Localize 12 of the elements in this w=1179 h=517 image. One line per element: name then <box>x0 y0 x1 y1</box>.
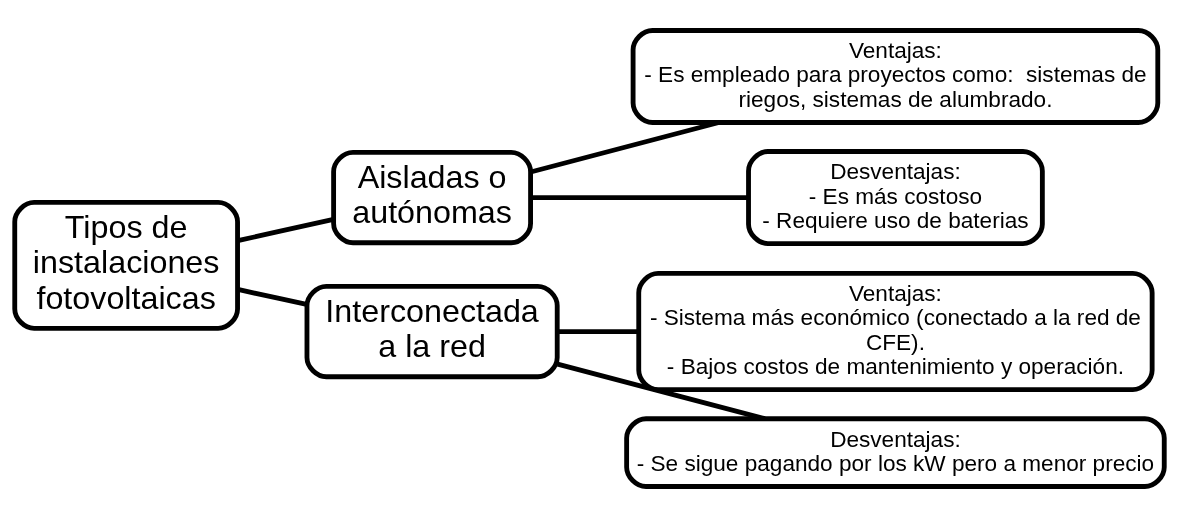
node-box: Ventajas: - Es empleado para proyectos como: sistemas de riegos, sistemas de alumbrado. <box>630 28 1161 125</box>
node-box: Desventajas: - Es más costoso - Requiere uso de baterias <box>746 149 1045 246</box>
connector <box>557 329 639 334</box>
node-box: Ventajas: - Sistema más económico (conectado a la red de CFE). - Bajos costos de mantenimiento y operación. <box>636 271 1155 393</box>
connector <box>237 287 308 307</box>
node-box: Interconectada a la red <box>304 283 560 380</box>
connector <box>530 120 720 175</box>
node-box: Desventajas: - Se sigue pagando por los kW pero a menor precio <box>624 416 1167 489</box>
connector <box>530 195 749 200</box>
node-box: Tipos de instalaciones fotovoltaicas <box>12 200 240 331</box>
node-box: Aisladas o autónomas <box>331 149 533 246</box>
connector <box>237 216 334 244</box>
